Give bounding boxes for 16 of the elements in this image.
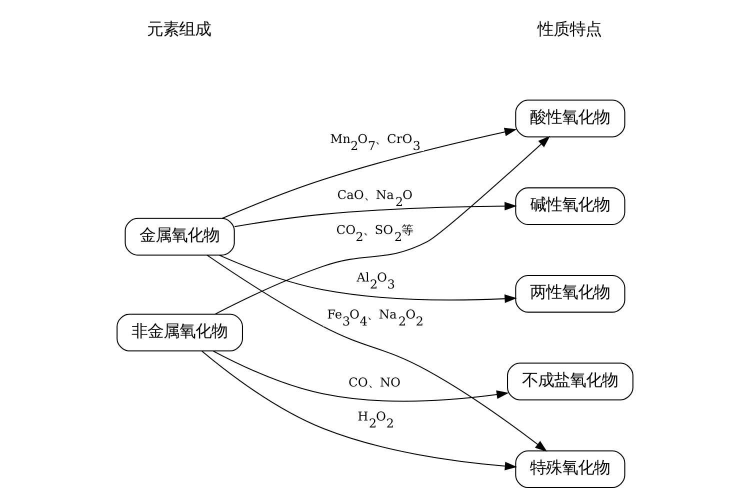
node-box: 不成盐氧化物 — [507, 362, 634, 400]
node-box: 金属氧化物 — [124, 218, 235, 256]
arrow — [214, 136, 550, 315]
arrow — [201, 350, 518, 470]
node-box: 酸性氧化物 — [515, 100, 626, 138]
arrow — [212, 350, 509, 402]
arrow — [234, 202, 517, 228]
node-box: 两性氧化物 — [515, 274, 626, 313]
node-box: 碱性氧化物 — [515, 187, 626, 226]
arrow — [219, 254, 517, 303]
label: 元素组成 — [147, 20, 212, 39]
node-box: 非金属氧化物 — [116, 314, 243, 352]
node-box: 特殊氧化物 — [515, 450, 626, 488]
arrow — [206, 254, 548, 452]
label: 性质特点 — [538, 20, 602, 39]
edge-label: CO、NO — [348, 376, 401, 390]
